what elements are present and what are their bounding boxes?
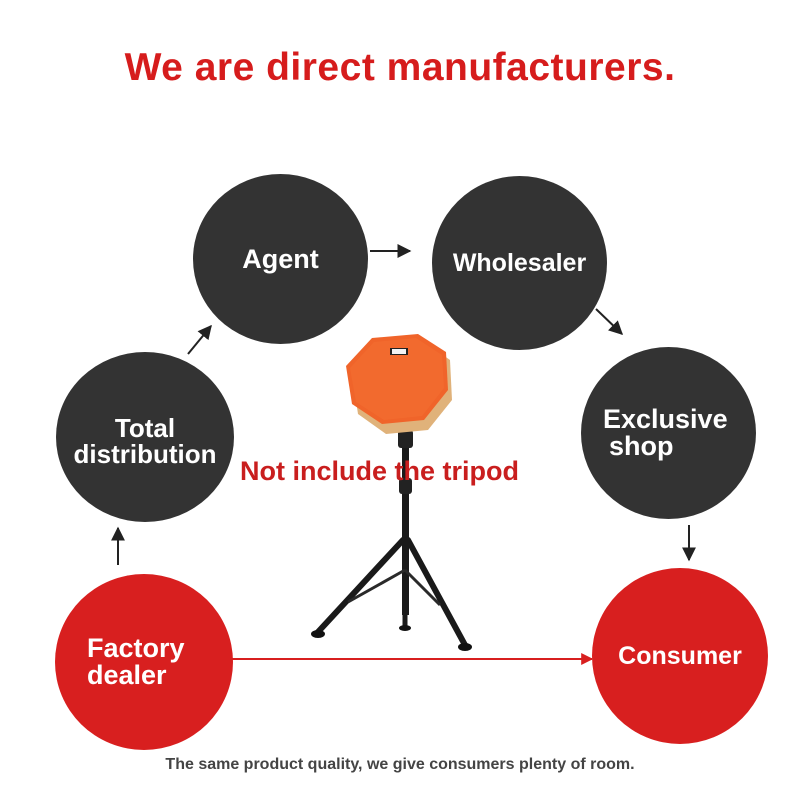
practice-pad-icon — [346, 334, 452, 434]
factory-dealer-label-line1: Factory — [87, 633, 185, 663]
exclusive-shop-node: Exclusive shop — [581, 347, 756, 519]
wholesaler-label: Wholesaler — [452, 248, 587, 277]
total-distribution-label-line1: Total — [114, 413, 176, 443]
agent-node: Agent — [193, 174, 368, 344]
agent-label: Agent — [242, 243, 319, 274]
footer-caption: The same product quality, we give consum… — [165, 756, 635, 773]
tripod-notice: Not include the tripod — [240, 456, 519, 486]
total-distribution-node: Total distribution — [56, 352, 234, 522]
consumer-label: Consumer — [618, 641, 742, 670]
arrow-icon — [187, 324, 212, 355]
factory-dealer-node: Factory dealer — [55, 574, 233, 750]
factory-dealer-label-line2: dealer — [87, 660, 167, 690]
consumer-node: Consumer — [592, 568, 768, 744]
arrow-icon — [595, 308, 624, 335]
tripod-stand-icon — [311, 415, 472, 651]
headline: We are direct manufacturers. — [124, 46, 676, 89]
exclusive-shop-label-line2: shop — [609, 431, 674, 461]
wholesaler-node: Wholesaler — [432, 176, 607, 350]
exclusive-shop-label-line1: Exclusive — [603, 404, 728, 434]
total-distribution-label-line2: distribution — [73, 439, 217, 469]
